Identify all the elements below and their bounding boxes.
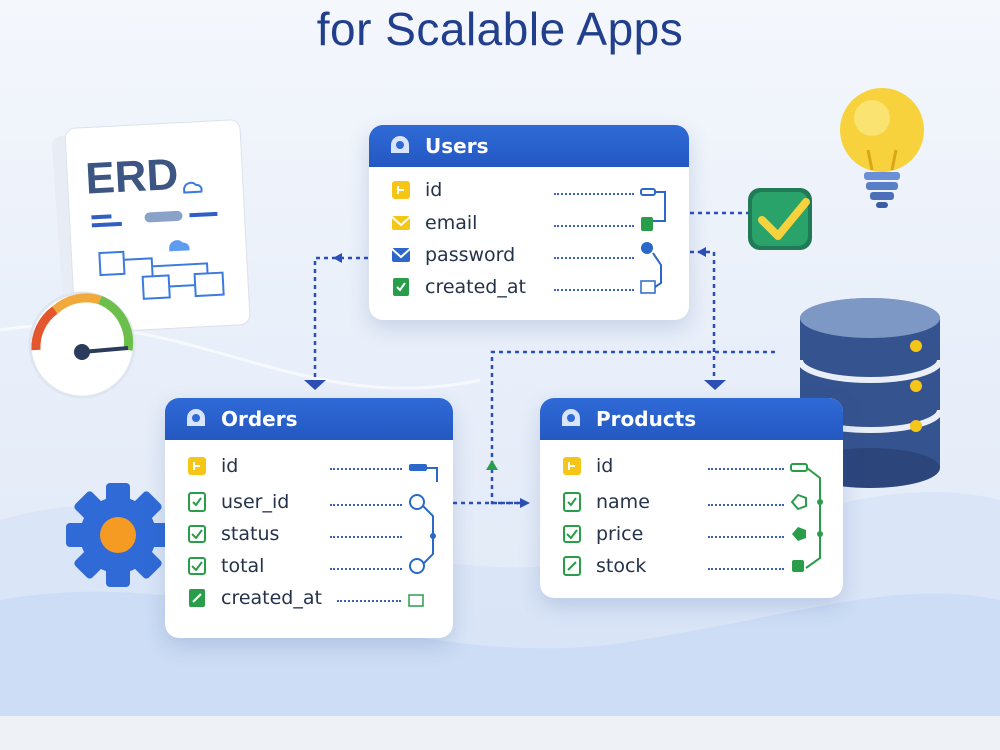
orders-field-row[interactable]: created_at — [165, 583, 453, 613]
field-dotted-leader — [708, 468, 784, 470]
document-icon — [393, 278, 409, 296]
field-dotted-leader — [330, 568, 402, 570]
field-dotted-leader — [708, 568, 784, 570]
orders-table[interactable]: Orders id user_id status total created_a… — [165, 398, 453, 638]
database-table-icon — [187, 409, 205, 426]
field-name: created_at — [425, 276, 526, 298]
field-name: user_id — [221, 491, 290, 513]
key-icon — [563, 457, 581, 475]
field-dotted-leader — [554, 225, 634, 227]
field-name: created_at — [221, 587, 322, 609]
orders-field-row[interactable]: total — [165, 551, 453, 581]
field-name: price — [596, 523, 644, 545]
key-icon — [392, 181, 410, 199]
bottom-bar — [0, 716, 1000, 750]
field-dotted-leader — [554, 257, 634, 259]
field-name: password — [425, 244, 516, 266]
users-table[interactable]: Users id email password created_at — [369, 125, 689, 320]
users-table-header[interactable]: Users — [369, 125, 689, 167]
field-name: email — [425, 212, 478, 234]
page-title: for Scalable Apps — [316, 3, 684, 55]
orders-field-row[interactable]: id — [165, 451, 453, 481]
products-field-row[interactable]: price — [540, 519, 843, 549]
orders-table-title: Orders — [221, 407, 298, 431]
field-dotted-leader — [554, 289, 634, 291]
envelope-icon — [391, 216, 411, 230]
field-dotted-leader — [337, 600, 401, 602]
field-dotted-leader — [708, 504, 784, 506]
document-icon — [188, 492, 206, 512]
checkbox-icon — [563, 525, 581, 543]
document-icon — [189, 589, 205, 607]
field-dotted-leader — [330, 504, 402, 506]
field-name: id — [221, 455, 239, 477]
field-name: stock — [596, 555, 647, 577]
field-name: total — [221, 555, 265, 577]
products-table-header[interactable]: Products — [540, 398, 843, 440]
products-field-row[interactable]: stock — [540, 551, 843, 581]
field-dotted-leader — [708, 536, 784, 538]
products-table-title: Products — [596, 407, 697, 431]
document-icon — [563, 556, 581, 576]
products-field-row[interactable]: name — [540, 487, 843, 517]
database-table-icon — [562, 409, 580, 426]
orders-table-header[interactable]: Orders — [165, 398, 453, 440]
orders-field-row[interactable]: user_id — [165, 487, 453, 517]
field-dotted-leader — [330, 536, 402, 538]
document-icon — [563, 492, 581, 512]
field-name: name — [596, 491, 650, 513]
field-name: id — [596, 455, 614, 477]
users-field-row[interactable]: email — [369, 208, 689, 238]
orders-field-row[interactable]: status — [165, 519, 453, 549]
field-name: status — [221, 523, 280, 545]
products-field-row[interactable]: id — [540, 451, 843, 481]
users-field-row[interactable]: id — [369, 175, 689, 205]
envelope-icon — [391, 248, 411, 262]
checkbox-icon — [188, 525, 206, 543]
field-dotted-leader — [330, 468, 402, 470]
users-field-row[interactable]: password — [369, 240, 689, 270]
field-dotted-leader — [554, 193, 634, 195]
field-name: id — [425, 179, 443, 201]
checkbox-icon — [188, 557, 206, 575]
key-icon — [188, 457, 206, 475]
users-field-row[interactable]: created_at — [369, 272, 689, 302]
products-table[interactable]: Products id name price stock — [540, 398, 843, 598]
database-table-icon — [391, 136, 409, 153]
users-table-title: Users — [425, 134, 489, 158]
